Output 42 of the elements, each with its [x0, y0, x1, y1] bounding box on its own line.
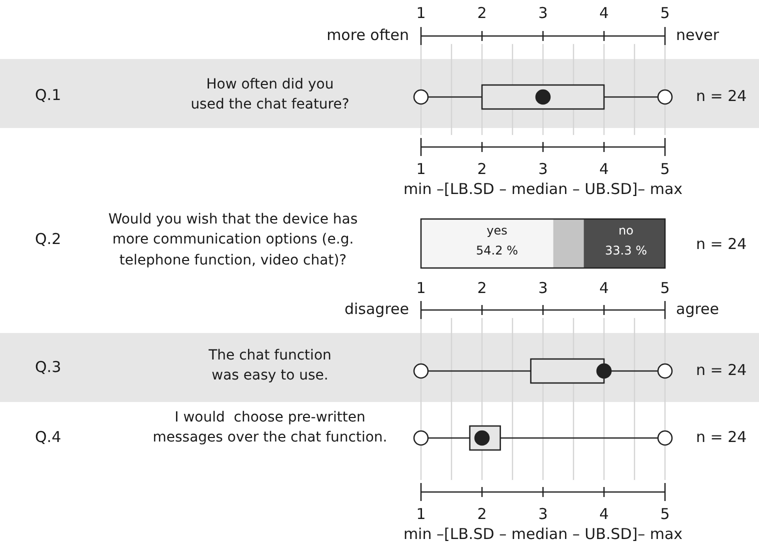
tick-number: 2	[477, 3, 487, 24]
tick-number: 4	[599, 278, 609, 300]
axis-end-label: never	[676, 25, 720, 46]
question-number: Q.4	[35, 427, 62, 448]
tick-number: 1	[416, 278, 426, 300]
tick-number: 2	[477, 159, 487, 180]
legend-caption: min –[LB.SD – median – UB.SD]– max	[403, 524, 683, 546]
sample-size: n = 24	[696, 86, 747, 108]
tick-number: 5	[660, 278, 670, 300]
tick-number: 4	[599, 504, 609, 526]
bar-value: 54.2 %	[476, 242, 518, 260]
question-text: The chat function was easy to use.	[208, 346, 332, 386]
tick-number: 3	[538, 159, 548, 180]
tick-number: 5	[660, 159, 670, 180]
question-text: Would you wish that the device has more communication options (e.g. telephone function, video chat)?	[107, 210, 359, 270]
tick-number: 5	[660, 504, 670, 526]
tick-number: 2	[477, 278, 487, 300]
tick-number: 5	[660, 3, 670, 24]
tick-number: 4	[599, 159, 609, 180]
tick-number: 3	[538, 504, 548, 526]
axis-end-label: more often	[326, 25, 409, 46]
legend-caption: min –[LB.SD – median – UB.SD]– max	[403, 179, 683, 200]
tick-number: 3	[538, 278, 548, 300]
tick-number: 1	[416, 159, 426, 180]
bar-value: 33.3 %	[605, 242, 647, 260]
tick-number: 4	[599, 3, 609, 24]
axis-end-label: disagree	[344, 299, 409, 320]
question-text: I would choose pre-written messages over the chat function.	[152, 408, 388, 448]
tick-number: 1	[416, 3, 426, 24]
bar-label: no	[618, 222, 634, 240]
sample-size: n = 24	[696, 234, 747, 256]
question-number: Q.3	[35, 357, 62, 378]
axis-end-label: agree	[676, 299, 720, 320]
bar-label: yes	[486, 222, 508, 240]
question-text: How often did you used the chat feature?	[190, 76, 350, 115]
tick-number: 3	[538, 3, 548, 24]
sample-size: n = 24	[696, 360, 747, 382]
tick-number: 1	[416, 504, 426, 526]
question-number: Q.1	[35, 85, 62, 106]
question-number: Q.2	[35, 229, 62, 250]
tick-number: 2	[477, 504, 487, 526]
sample-size: n = 24	[696, 427, 747, 448]
